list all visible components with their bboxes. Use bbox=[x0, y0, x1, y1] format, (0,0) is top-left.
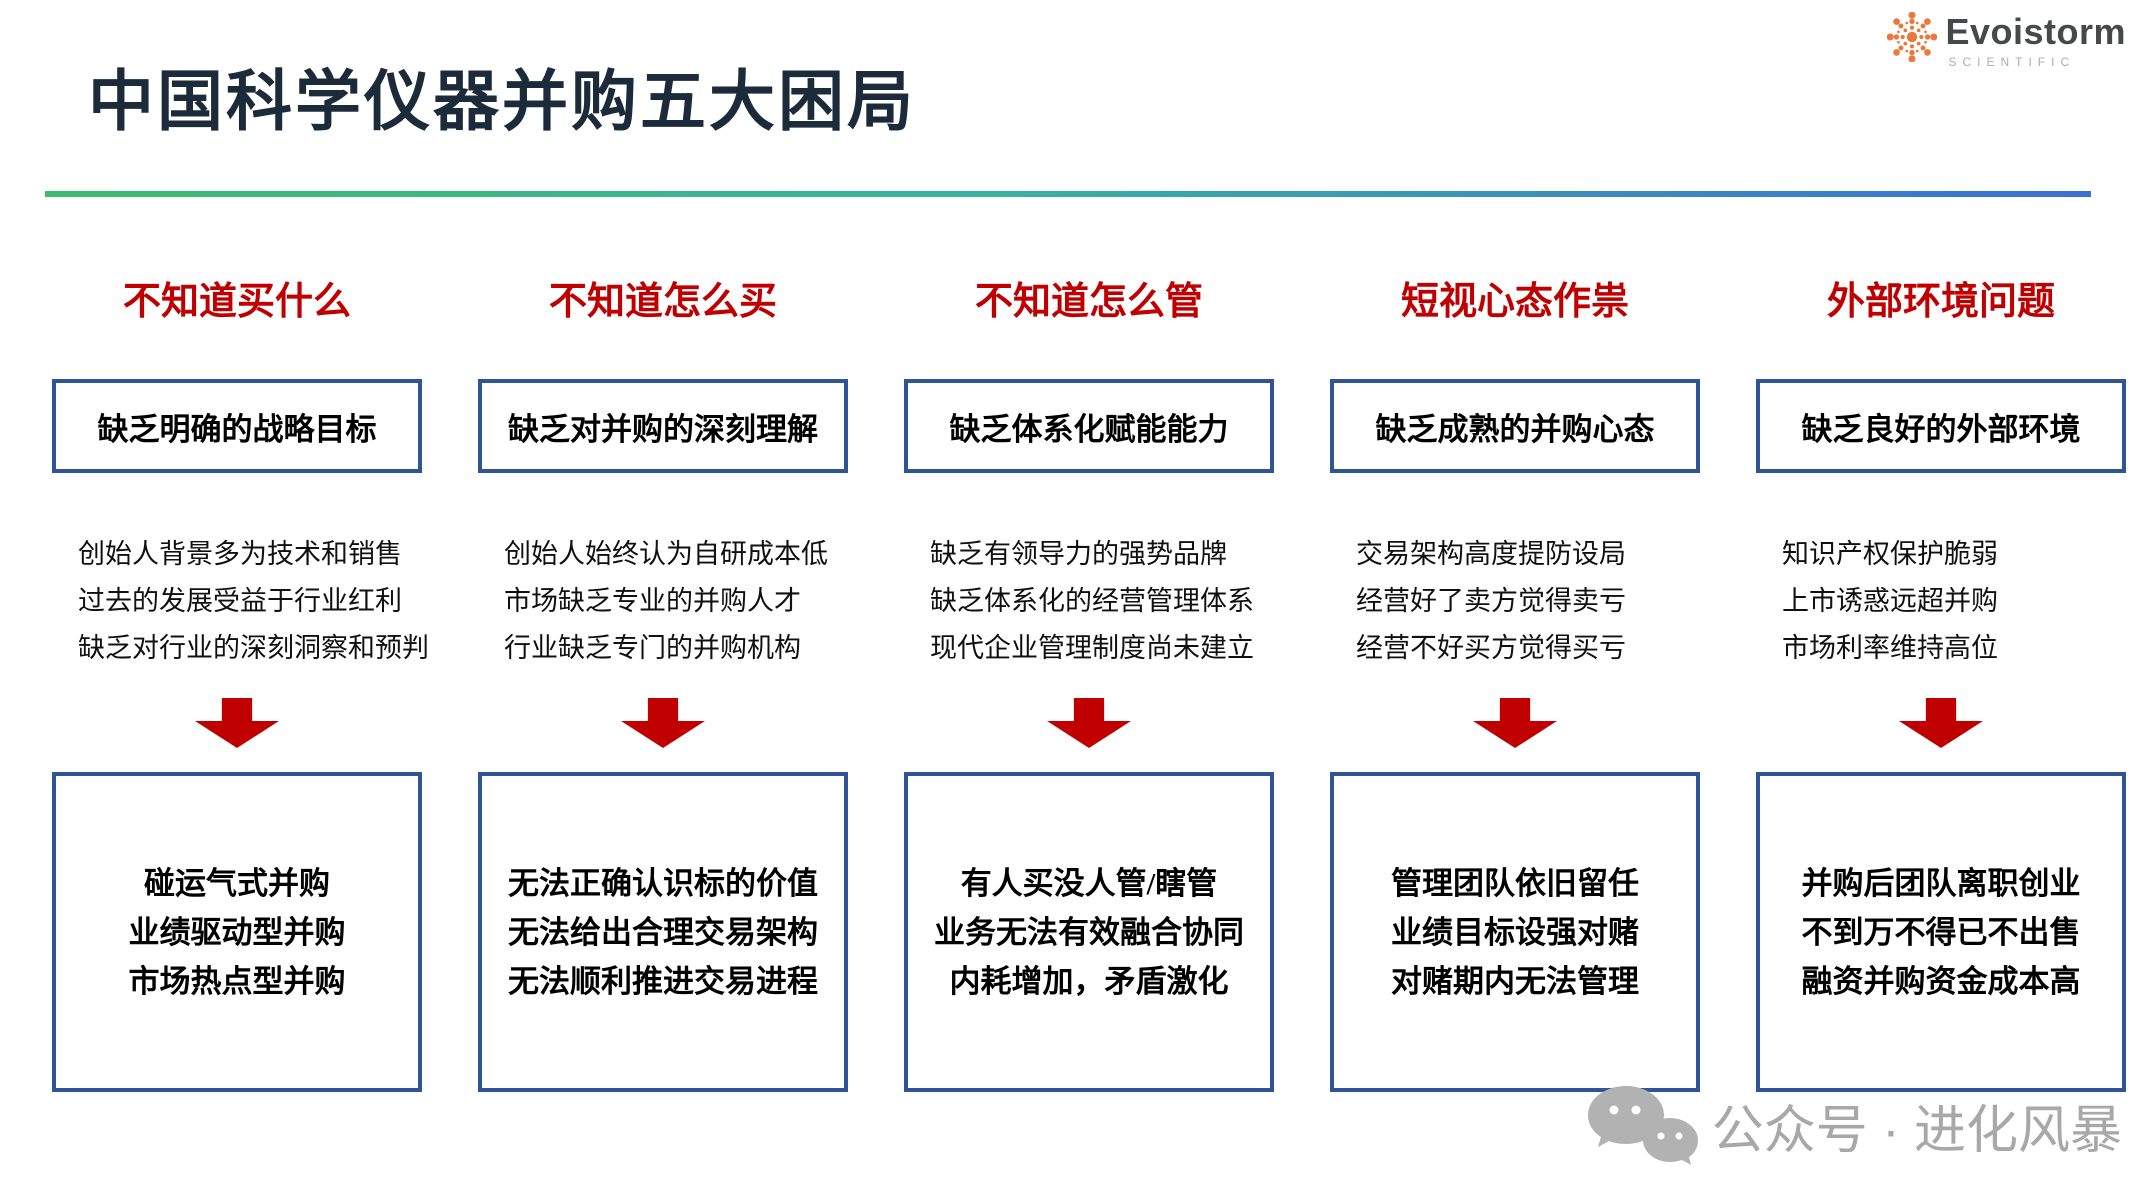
cause-item: 创始人背景多为技术和销售 bbox=[78, 539, 402, 569]
cause-list: 缺乏有领导力的强势品牌 缺乏体系化的经营管理体系 现代企业管理制度尚未建立 bbox=[904, 531, 1274, 672]
logo: Evoistorm SCIENTIFIC bbox=[1887, 12, 2126, 69]
problem-text: 缺乏良好的外部环境 bbox=[1801, 411, 2081, 447]
watermark: 公众号 · 进化风暴 bbox=[1586, 1084, 2122, 1166]
cause-item: 缺乏对行业的深刻洞察和预判 bbox=[78, 633, 429, 663]
consequence-item: 无法正确认识标的价值 bbox=[508, 865, 818, 901]
page-title: 中国科学仪器并购五大困局 bbox=[88, 66, 916, 139]
cause-list: 创始人背景多为技术和销售 过去的发展受益于行业红利 缺乏对行业的深刻洞察和预判 bbox=[52, 531, 429, 672]
cause-item: 交易架构高度提防设局 bbox=[1356, 539, 1626, 569]
problem-box: 缺乏明确的战略目标 bbox=[52, 379, 422, 473]
cause-list: 交易架构高度提防设局 经营好了卖方觉得卖亏 经营不好买方觉得买亏 bbox=[1330, 531, 1700, 672]
logo-text: Evoistorm SCIENTIFIC bbox=[1945, 11, 2126, 70]
columns-grid: 不知道买什么 缺乏明确的战略目标 创始人背景多为技术和销售 过去的发展受益于行业… bbox=[52, 280, 2126, 1092]
down-arrow-icon bbox=[1047, 698, 1131, 748]
consequence-box: 管理团队依旧留任 业绩目标设强对赌 对赌期内无法管理 bbox=[1330, 772, 1700, 1092]
consequence-item: 融资并购资金成本高 bbox=[1801, 963, 2081, 999]
wechat-icon bbox=[1587, 1086, 1698, 1165]
cause-item: 知识产权保护脆弱 bbox=[1782, 539, 1998, 569]
problem-text: 缺乏明确的战略目标 bbox=[97, 411, 377, 447]
column-header: 不知道买什么 bbox=[122, 281, 351, 323]
column-2: 不知道怎么买 缺乏对并购的深刻理解 创始人始终认为自研成本低 市场缺乏专业的并购… bbox=[478, 280, 848, 1092]
cause-item: 创始人始终认为自研成本低 bbox=[504, 539, 828, 569]
watermark-text: 公众号 · 进化风暴 bbox=[1711, 1101, 2122, 1160]
logo-name: Evoistorm bbox=[1945, 11, 2126, 52]
cause-item: 缺乏体系化的经营管理体系 bbox=[930, 586, 1254, 616]
consequence-item: 无法给出合理交易架构 bbox=[508, 914, 818, 950]
column-3: 不知道怎么管 缺乏体系化赋能能力 缺乏有领导力的强势品牌 缺乏体系化的经营管理体… bbox=[904, 280, 1274, 1092]
consequence-box: 无法正确认识标的价值 无法给出合理交易架构 无法顺利推进交易进程 bbox=[478, 772, 848, 1092]
cause-item: 市场缺乏专业的并购人才 bbox=[504, 586, 801, 616]
consequence-item: 无法顺利推进交易进程 bbox=[508, 963, 818, 999]
cause-item: 经营不好买方觉得买亏 bbox=[1356, 633, 1626, 663]
cause-list: 知识产权保护脆弱 上市诱惑远超并购 市场利率维持高位 bbox=[1756, 531, 2126, 672]
consequence-item: 对赌期内无法管理 bbox=[1391, 963, 1639, 999]
column-1: 不知道买什么 缺乏明确的战略目标 创始人背景多为技术和销售 过去的发展受益于行业… bbox=[52, 280, 429, 1092]
consequence-item: 碰运气式并购 bbox=[144, 865, 330, 901]
cause-item: 行业缺乏专门的并购机构 bbox=[504, 633, 801, 663]
column-header: 外部环境问题 bbox=[1826, 281, 2055, 323]
column-header: 不知道怎么管 bbox=[974, 281, 1203, 323]
consequence-item: 管理团队依旧留任 bbox=[1391, 865, 1639, 901]
consequence-item: 内耗增加，矛盾激化 bbox=[949, 963, 1229, 999]
title-divider bbox=[45, 191, 2091, 197]
consequence-box: 有人买没人管/瞎管 业务无法有效融合协同 内耗增加，矛盾激化 bbox=[904, 772, 1274, 1092]
problem-text: 缺乏成熟的并购心态 bbox=[1375, 411, 1655, 447]
consequence-item: 业绩驱动型并购 bbox=[128, 914, 346, 950]
problem-text: 缺乏对并购的深刻理解 bbox=[508, 411, 818, 447]
consequence-item: 并购后团队离职创业 bbox=[1801, 865, 2081, 901]
down-arrow-icon bbox=[1899, 698, 1983, 748]
problem-box: 缺乏体系化赋能能力 bbox=[904, 379, 1274, 473]
logo-subtitle: SCIENTIFIC bbox=[1948, 55, 2076, 69]
cause-item: 市场利率维持高位 bbox=[1782, 633, 1998, 663]
cause-item: 上市诱惑远超并购 bbox=[1782, 586, 1998, 616]
cause-item: 现代企业管理制度尚未建立 bbox=[930, 633, 1254, 663]
consequence-box: 碰运气式并购 业绩驱动型并购 市场热点型并购 bbox=[52, 772, 422, 1092]
column-5: 外部环境问题 缺乏良好的外部环境 知识产权保护脆弱 上市诱惑远超并购 市场利率维… bbox=[1756, 280, 2126, 1092]
column-header: 短视心态作祟 bbox=[1400, 281, 1629, 323]
problem-box: 缺乏良好的外部环境 bbox=[1756, 379, 2126, 473]
consequence-item: 不到万不得已不出售 bbox=[1801, 914, 2081, 950]
logo-starburst-icon bbox=[1887, 12, 1938, 62]
cause-item: 过去的发展受益于行业红利 bbox=[78, 586, 402, 616]
cause-list: 创始人始终认为自研成本低 市场缺乏专业的并购人才 行业缺乏专门的并购机构 bbox=[478, 531, 848, 672]
consequence-item: 业务无法有效融合协同 bbox=[934, 914, 1244, 950]
column-4: 短视心态作祟 缺乏成熟的并购心态 交易架构高度提防设局 经营好了卖方觉得卖亏 经… bbox=[1330, 280, 1700, 1092]
down-arrow-icon bbox=[621, 698, 705, 748]
consequence-item: 有人买没人管/瞎管 bbox=[960, 865, 1218, 901]
problem-box: 缺乏成熟的并购心态 bbox=[1330, 379, 1700, 473]
down-arrow-icon bbox=[1473, 698, 1557, 748]
consequence-item: 业绩目标设强对赌 bbox=[1391, 914, 1639, 950]
problem-box: 缺乏对并购的深刻理解 bbox=[478, 379, 848, 473]
column-header: 不知道怎么买 bbox=[548, 281, 777, 323]
down-arrow-icon bbox=[195, 698, 279, 748]
cause-item: 经营好了卖方觉得卖亏 bbox=[1356, 586, 1626, 616]
consequence-box: 并购后团队离职创业 不到万不得已不出售 融资并购资金成本高 bbox=[1756, 772, 2126, 1092]
consequence-item: 市场热点型并购 bbox=[128, 963, 346, 999]
problem-text: 缺乏体系化赋能能力 bbox=[949, 411, 1229, 447]
cause-item: 缺乏有领导力的强势品牌 bbox=[930, 539, 1227, 569]
